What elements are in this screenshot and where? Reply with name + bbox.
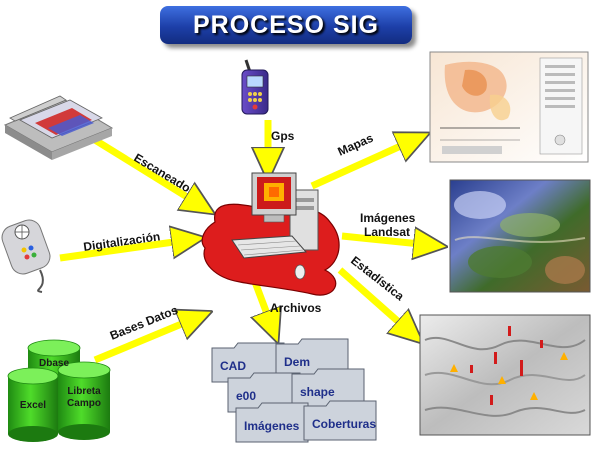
label-archivos: Archivos <box>270 301 322 315</box>
arrow-bases-datos <box>93 318 196 364</box>
db-label-dbase: Dbase <box>39 358 69 369</box>
arrow-escaneado <box>93 137 200 205</box>
scanner-icon <box>3 95 114 160</box>
folder-icon <box>235 402 309 443</box>
folder-icon <box>211 342 285 383</box>
paper-map-image <box>429 51 589 163</box>
folder-imagenes: Imágenes <box>235 402 309 443</box>
db-label-excel: Excel <box>20 400 46 411</box>
label-gps: Gps <box>271 129 295 143</box>
arrow-mapas <box>310 140 414 190</box>
folder-icon <box>303 400 377 441</box>
satellite-image <box>449 179 591 293</box>
label-imagenes: Imágenes <box>360 211 416 225</box>
arrow-landsat <box>341 236 430 245</box>
database-cylinder-libreta <box>57 361 111 440</box>
computer-workstation-icon <box>201 172 340 296</box>
label-estadistica: Estadística <box>348 253 407 303</box>
gps-device-icon <box>241 59 269 115</box>
arrow-archivos <box>255 280 272 327</box>
arrow-estadistica <box>337 267 410 332</box>
folder-cad: CAD <box>211 342 285 383</box>
label-mapas: Mapas <box>336 131 376 159</box>
folder-dem: Dem <box>275 338 349 379</box>
title-banner: PROCESO SIG <box>160 6 412 44</box>
folder-label: Dem <box>284 355 310 369</box>
folder-label: e00 <box>236 389 256 403</box>
shaded-relief-map-image <box>419 314 591 436</box>
label-landsat: Landsat <box>364 225 410 239</box>
folder-label: shape <box>300 385 335 399</box>
page-title: PROCESO SIG <box>192 10 380 39</box>
folder-icon <box>227 372 301 413</box>
folder-e00: e00 <box>227 372 301 413</box>
label-escaneado: Escaneado <box>131 151 193 196</box>
folder-coberturas: Coberturas <box>303 400 377 441</box>
arrow-digitalizacion <box>59 240 188 262</box>
database-cylinder-excel <box>7 367 59 442</box>
folder-label: Imágenes <box>244 419 300 433</box>
folder-label: CAD <box>220 359 246 373</box>
folder-label: Coberturas <box>312 417 376 431</box>
arrows <box>59 120 430 364</box>
digitizer-mouse-icon <box>1 219 51 293</box>
